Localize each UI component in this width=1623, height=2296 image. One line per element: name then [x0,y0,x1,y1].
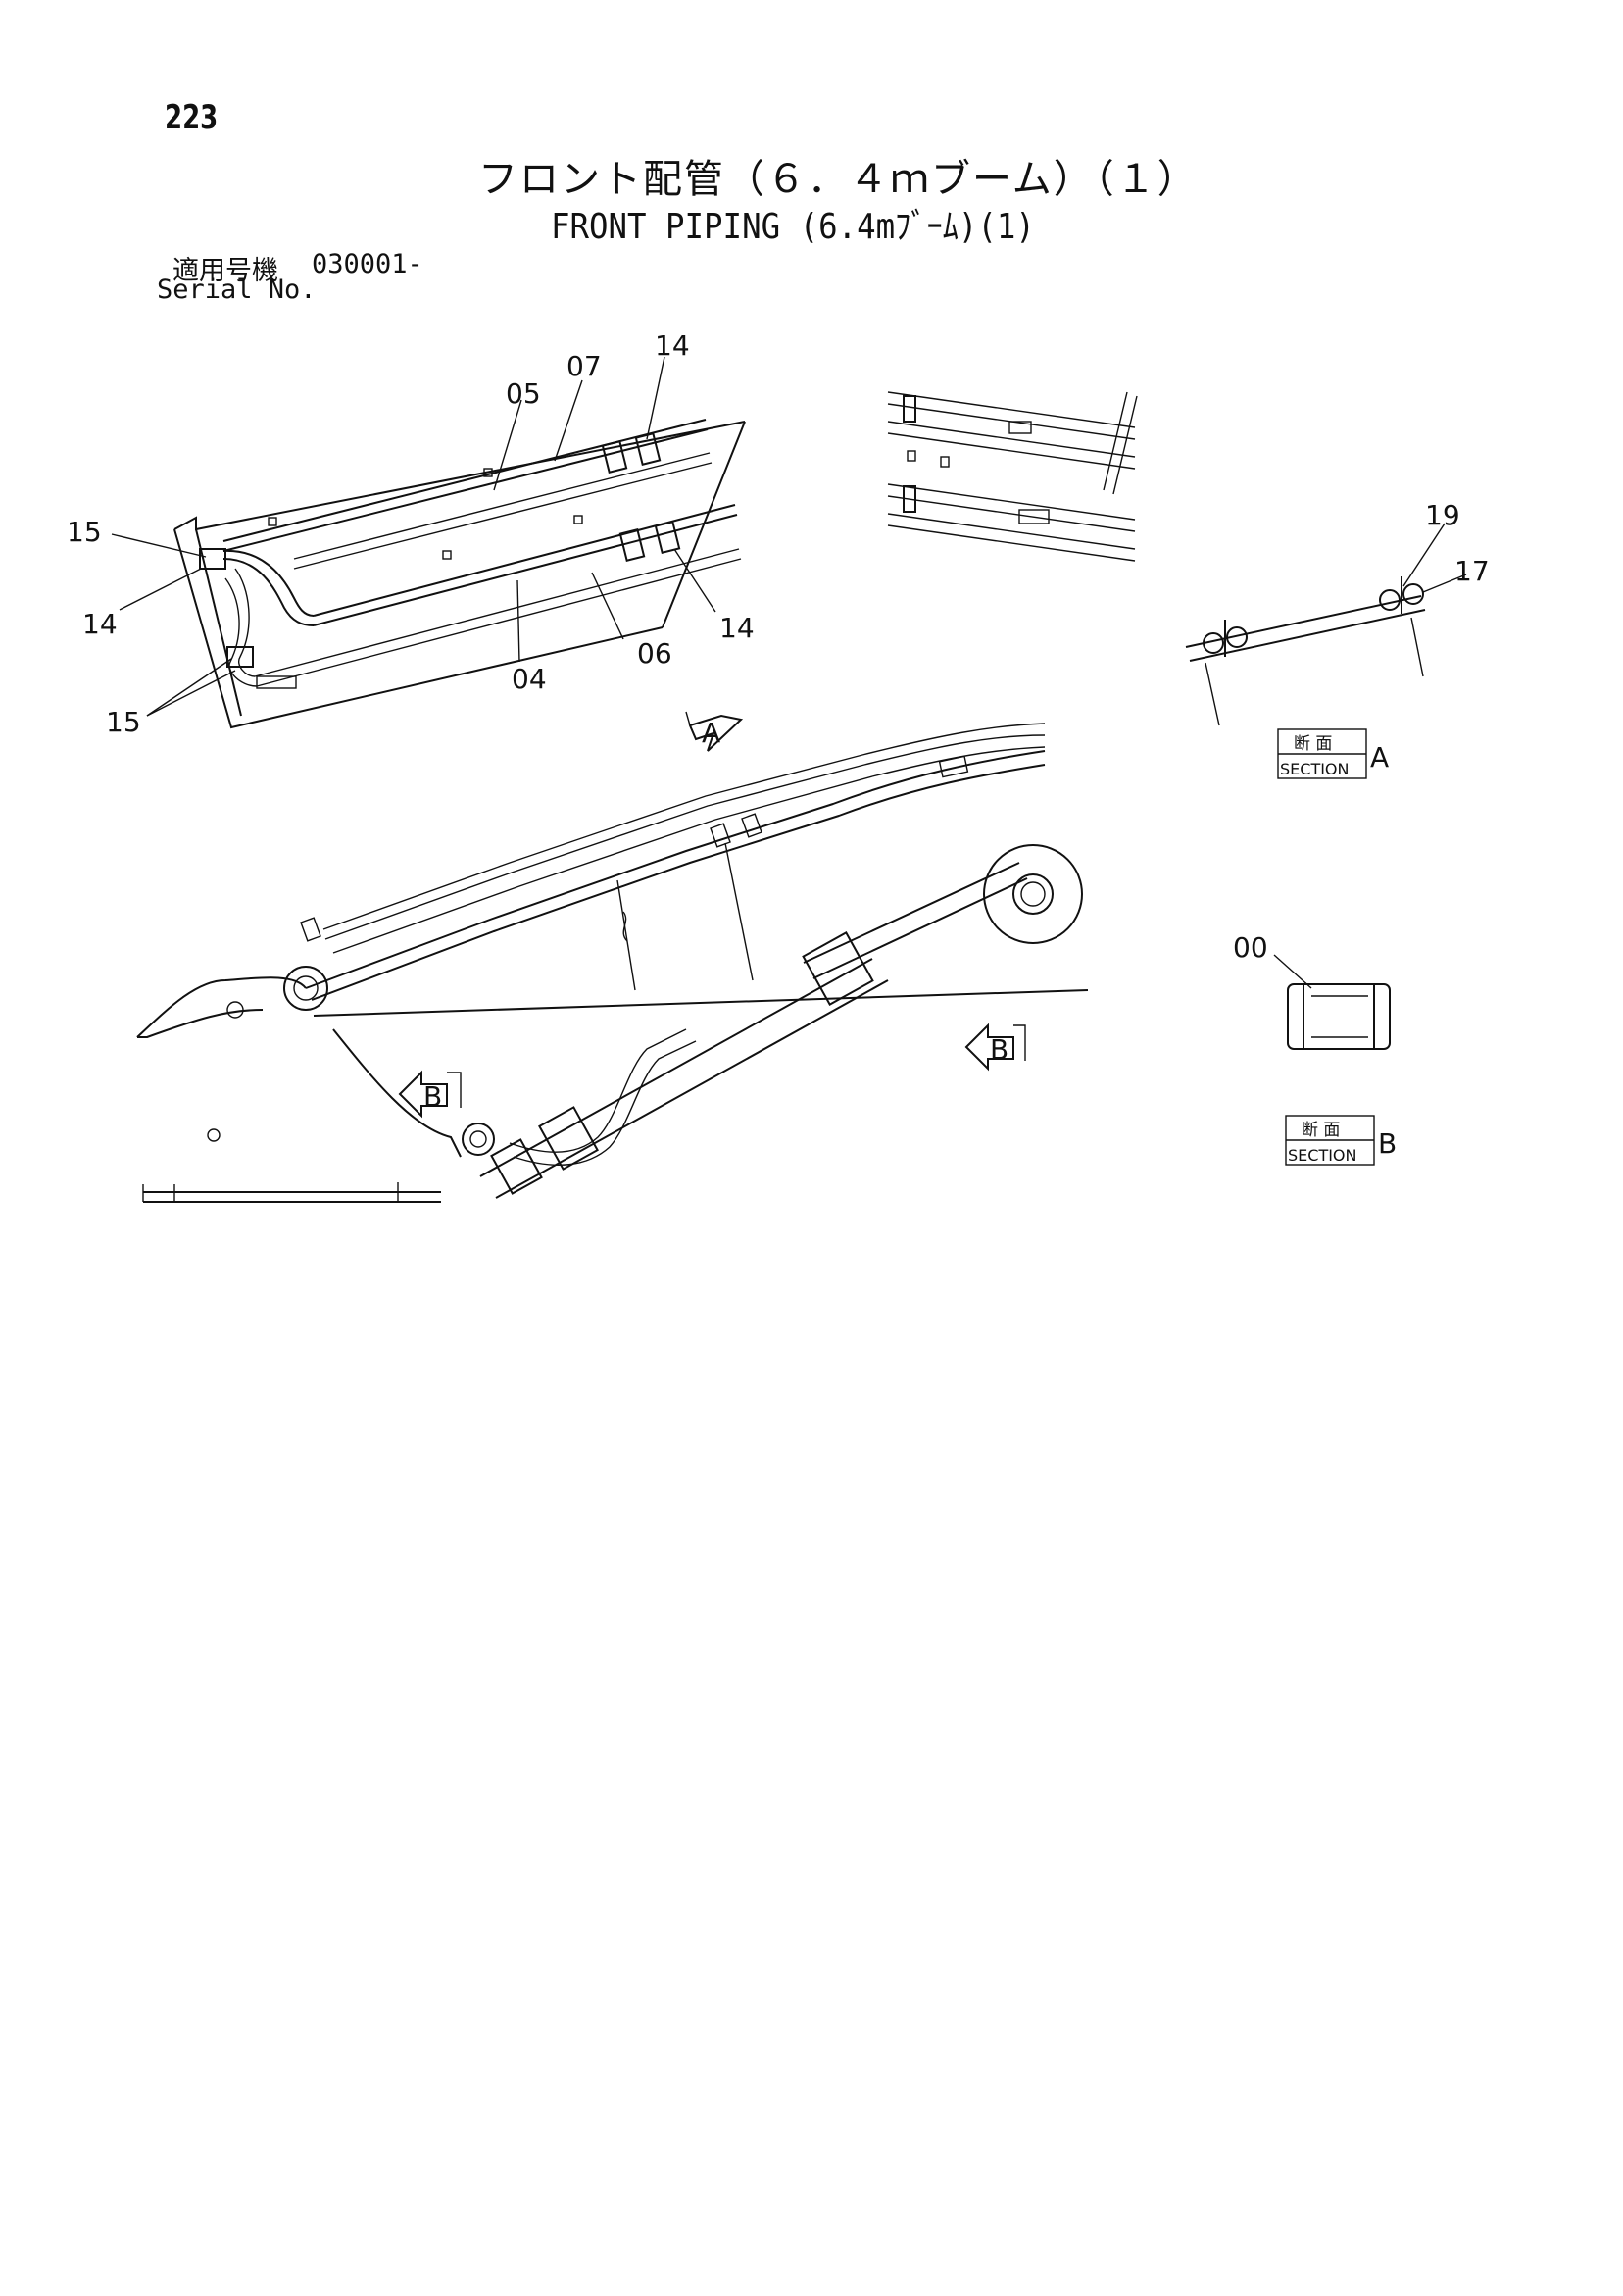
callout-05: 05 [506,377,541,410]
serial-value: 030001- [312,249,423,279]
view-marker-b-right: B [990,1033,1008,1066]
callout-15-bottom: 15 [106,706,141,738]
section-b-label [1285,1115,1375,1166]
callout-14-left: 14 [82,608,118,640]
view-marker-a: A [702,717,720,749]
serial-label-japanese: 適用号機 [172,256,278,286]
view-marker-b-left: B [423,1080,442,1113]
page-number: 223 [165,98,219,137]
section-b-jp: 断 面 [1302,1121,1340,1140]
callout-19: 19 [1425,499,1460,531]
view-arrow-a [685,711,744,752]
callout-14-top: 14 [655,329,690,362]
boom-top-view [111,356,746,729]
callout-04: 04 [512,663,547,695]
callout-06: 06 [637,637,672,670]
title-japanese: フロント配管（６．４ｍブーム）（１） [478,157,1199,202]
serial-label-english: Serial No. [157,275,317,305]
section-b-detail [1273,954,1391,1050]
section-a-detail [1185,523,1467,726]
clamp-detail-view [887,391,1138,562]
callout-17: 17 [1454,555,1490,587]
callout-14-right: 14 [719,612,755,644]
boom-side-view [136,723,1089,1203]
section-b-en: SECTION [1288,1146,1357,1165]
section-a-letter: A [1370,741,1389,774]
callout-00: 00 [1233,931,1268,964]
section-a-label [1277,728,1367,779]
callout-15-left: 15 [67,516,102,548]
section-a-en: SECTION [1280,760,1350,778]
section-a-jp: 断 面 [1294,734,1332,754]
title-english: FRONT PIPING (6.4mﾌﾞｰﾑ)(1) [551,207,1035,247]
section-b-letter: B [1378,1127,1397,1160]
callout-07: 07 [566,350,602,382]
